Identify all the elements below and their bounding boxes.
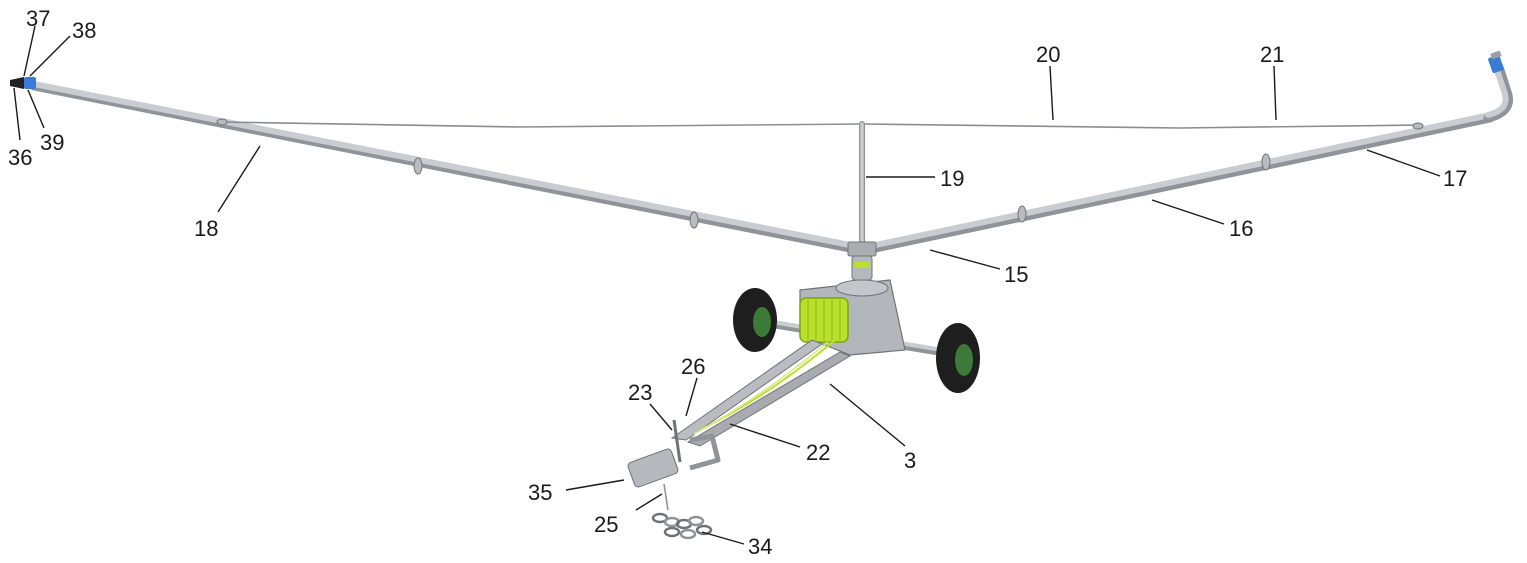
leader-36 <box>13 87 21 141</box>
leader-25 <box>635 493 663 511</box>
tow-handle <box>689 433 721 471</box>
turntable <box>835 279 889 297</box>
callout-16: 16 <box>1229 216 1253 241</box>
callout-39: 39 <box>40 130 64 155</box>
leader-15 <box>929 249 1001 270</box>
tension-wire-right <box>861 123 1421 129</box>
left-wheel-rim <box>753 307 771 337</box>
leader-16 <box>1151 199 1225 225</box>
right-nozzle-cap-icon <box>1490 50 1502 60</box>
drawbar <box>670 339 824 441</box>
arm-clamp <box>216 118 228 126</box>
callout-36: 36 <box>8 145 32 170</box>
hitch-post <box>672 419 682 463</box>
leader-34 <box>701 531 745 545</box>
leader-38 <box>29 35 71 77</box>
swivel-green-band <box>854 262 870 268</box>
arm-clamp <box>413 157 423 175</box>
leader-23 <box>649 403 673 431</box>
left-nozzle-tip-icon <box>10 77 24 89</box>
cart-assembly <box>627 279 980 540</box>
boom-assembly <box>10 50 1514 281</box>
left-boom-arm <box>31 81 863 250</box>
arm-clamp <box>689 211 699 229</box>
arm-clamp <box>1412 122 1424 130</box>
callout-20: 20 <box>1036 42 1060 67</box>
callout-37: 37 <box>26 6 50 31</box>
callout-labels: 37 38 36 39 18 19 20 21 17 16 15 26 23 2… <box>8 6 1467 559</box>
leader-lines <box>13 25 1441 545</box>
callout-35: 35 <box>528 480 552 505</box>
leader-3 <box>829 383 906 447</box>
right-end-bend <box>1485 67 1509 118</box>
callout-19: 19 <box>940 166 964 191</box>
leader-26 <box>685 377 698 417</box>
callout-21: 21 <box>1260 42 1284 67</box>
callout-3: 3 <box>904 448 916 473</box>
leader-35 <box>565 479 625 491</box>
tow-hitch <box>627 448 679 488</box>
callout-17: 17 <box>1443 166 1467 191</box>
leader-22 <box>729 423 801 448</box>
callout-18: 18 <box>194 216 218 241</box>
anchor-chain-icon <box>651 512 713 540</box>
right-nozzle-icon <box>1488 54 1504 74</box>
leader-17 <box>1366 149 1441 177</box>
tension-wire-left <box>219 121 863 128</box>
leader-21 <box>1273 65 1277 121</box>
leader-20 <box>1049 65 1054 121</box>
callout-38: 38 <box>72 18 96 43</box>
arm-clamp <box>1017 205 1027 223</box>
leader-18 <box>217 145 261 213</box>
boom-hub <box>847 241 877 257</box>
callout-23: 23 <box>628 380 652 405</box>
callout-22: 22 <box>806 440 830 465</box>
right-boom-arm <box>863 112 1493 250</box>
callout-15: 15 <box>1004 262 1028 287</box>
left-nozzle-blue-icon <box>24 77 36 89</box>
callout-25: 25 <box>594 512 618 537</box>
arm-clamp <box>1261 153 1271 171</box>
drawbar-brace <box>686 351 852 447</box>
hose-line <box>693 341 829 435</box>
hitch-cable <box>663 483 669 511</box>
right-wheel-rim <box>955 344 973 376</box>
leader-39 <box>27 89 45 129</box>
callout-34: 34 <box>748 534 772 559</box>
leader-37 <box>23 25 36 77</box>
callout-26: 26 <box>681 354 705 379</box>
